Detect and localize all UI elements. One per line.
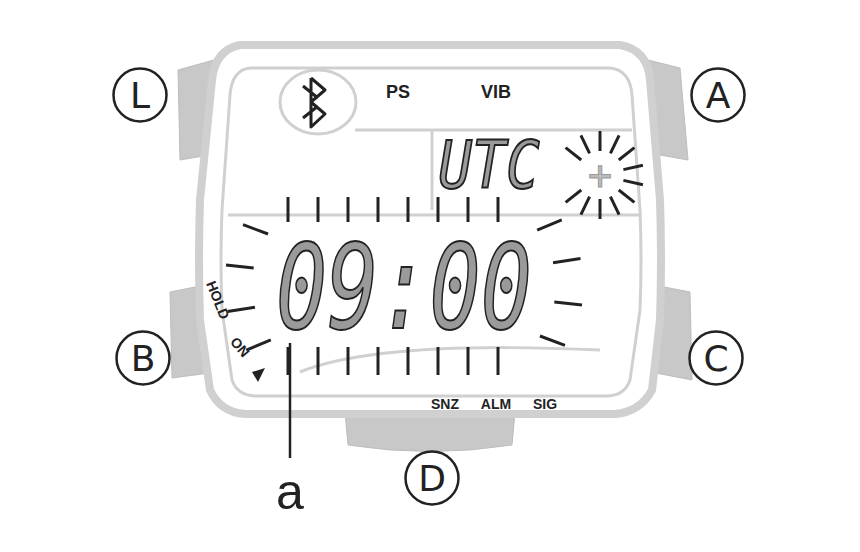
button-callout: A — [690, 67, 746, 123]
hold-triangle — [252, 368, 265, 382]
display-bezel — [221, 68, 641, 396]
button-callout: D — [404, 450, 460, 506]
bluetooth-symbol — [303, 78, 325, 127]
button-letter: A — [690, 67, 746, 123]
button-callout: L — [112, 67, 168, 123]
flash-rays — [226, 131, 643, 375]
button-letter: L — [112, 67, 168, 123]
leader-line — [289, 343, 292, 458]
bluetooth-oval — [280, 70, 356, 134]
mode-indicator: SIG — [533, 397, 557, 411]
button-callout: B — [115, 330, 171, 386]
mode-indicator: PS — [386, 83, 410, 101]
screen-dividers — [228, 130, 640, 372]
segment-time: 09:00 — [276, 228, 532, 346]
side-buttons — [170, 55, 692, 452]
segment-text: UTC — [438, 133, 539, 199]
mode-indicator: VIB — [481, 83, 511, 101]
mode-indicator: SNZ — [431, 397, 459, 411]
button-callout: C — [688, 330, 744, 386]
button-letter: C — [688, 330, 744, 386]
callout-letter: a — [276, 467, 304, 517]
segment-sign: + — [588, 155, 612, 195]
mode-indicator: ALM — [481, 397, 511, 411]
button-letter: D — [404, 450, 460, 506]
watch-case — [199, 45, 661, 414]
button-letter: B — [115, 330, 171, 386]
